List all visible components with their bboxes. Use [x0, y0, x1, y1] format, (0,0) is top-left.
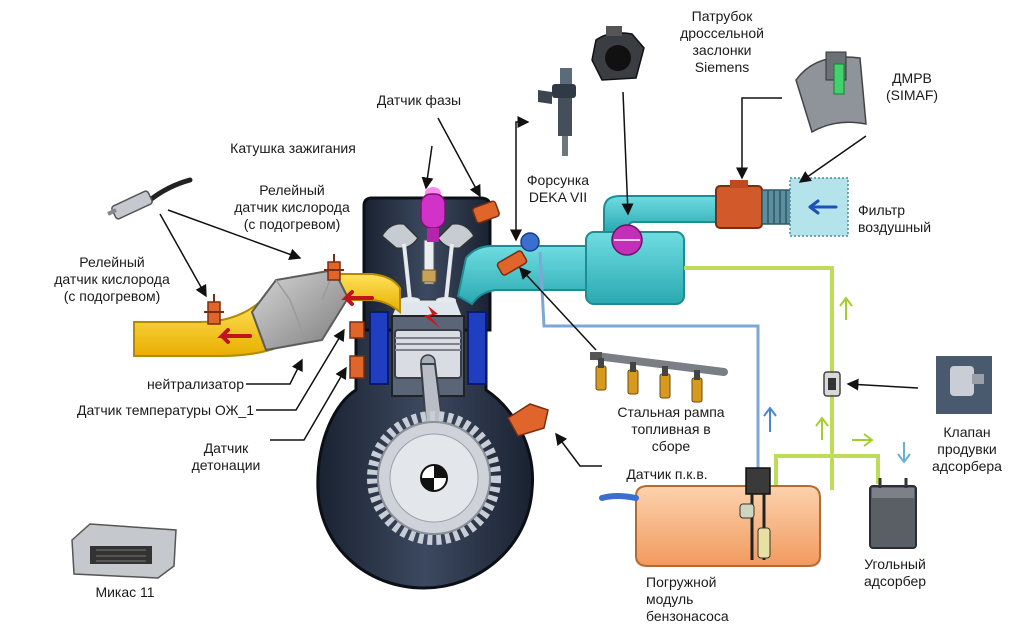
- purge-valve-on-line: [823, 371, 841, 397]
- label-ignition-coil: Катушка зажигания: [230, 140, 356, 156]
- fuel-return-line: [538, 251, 760, 470]
- ecu-picture: [71, 523, 177, 579]
- label-purge-valve: Клапан продувки адсорбера: [932, 424, 1002, 474]
- label-phase-sensor: Датчик фазы: [376, 92, 462, 108]
- knock-sensor: [349, 355, 365, 379]
- coolant-jacket-left: [369, 311, 389, 385]
- coolant-temp-sensor: [349, 321, 365, 339]
- throttle-valve-icon: [611, 224, 643, 256]
- phase-sensor: [472, 200, 500, 224]
- piston: [394, 329, 462, 379]
- injector-on-engine: [496, 232, 540, 276]
- label-maf: ДМРВ (SIMAF): [885, 70, 939, 103]
- o2-sensor-upstream: [324, 254, 344, 281]
- label-catalyst: нейтрализатор: [146, 376, 244, 392]
- coolant-jacket-right: [467, 311, 487, 385]
- air-filter-box: [789, 177, 849, 237]
- o2-sensor-downstream: [204, 294, 224, 325]
- vapor-line: [684, 266, 880, 490]
- label-fuel-pump: Погружной модуль бензонасоса: [646, 574, 729, 624]
- label-coolant-temp: Датчик температуры ОЖ_1: [76, 402, 254, 418]
- fuel-pump-module: [739, 467, 771, 560]
- maf-sensor-on-duct: [715, 180, 763, 229]
- label-o2-sensor-top: Релейный датчик кислорода (с подогревом): [234, 182, 350, 232]
- label-canister: Угольный адсорбер: [863, 556, 927, 589]
- exhaust-flow-arrows: [217, 290, 374, 344]
- label-fuel-rail: Стальная рампа топливная в сборе: [617, 404, 725, 454]
- crank-center-icon: [420, 464, 448, 492]
- label-crank-sensor: Датчик п.к.в.: [626, 466, 708, 482]
- label-air-filter: Фильтр воздушный: [858, 202, 932, 235]
- flex-hose: [761, 189, 793, 225]
- throttle-body-picture: [591, 26, 645, 81]
- spark-icon: [424, 306, 440, 328]
- spark-plug: [421, 239, 437, 285]
- vapor-flow-arrows: [815, 296, 911, 464]
- o2-sensor-picture: [107, 177, 193, 220]
- leader-lines: [159, 91, 919, 467]
- fuel-rail-picture: [590, 352, 728, 403]
- label-ecu: Микас 11: [95, 584, 155, 600]
- label-o2-sensor-left: Релейный датчик кислорода (с подогревом): [54, 254, 170, 304]
- maf-sensor-picture: [795, 51, 867, 134]
- fuel-tank: [599, 485, 821, 567]
- injector-picture: [538, 68, 576, 156]
- crank-sensor: [507, 403, 549, 437]
- label-throttle: Патрубок дроссельной заслонки Siemens: [680, 8, 764, 75]
- purge-valve-picture: [936, 356, 992, 414]
- charcoal-canister: [869, 478, 917, 549]
- label-knock-sensor: Датчик детонации: [191, 440, 261, 473]
- ignition-coil: [420, 187, 446, 242]
- exhaust-manifold: [329, 273, 401, 315]
- label-injector: Форсунка DEKA VII: [526, 172, 590, 205]
- fuel-flow-arrows: [763, 406, 777, 432]
- catalytic-converter: [250, 268, 350, 352]
